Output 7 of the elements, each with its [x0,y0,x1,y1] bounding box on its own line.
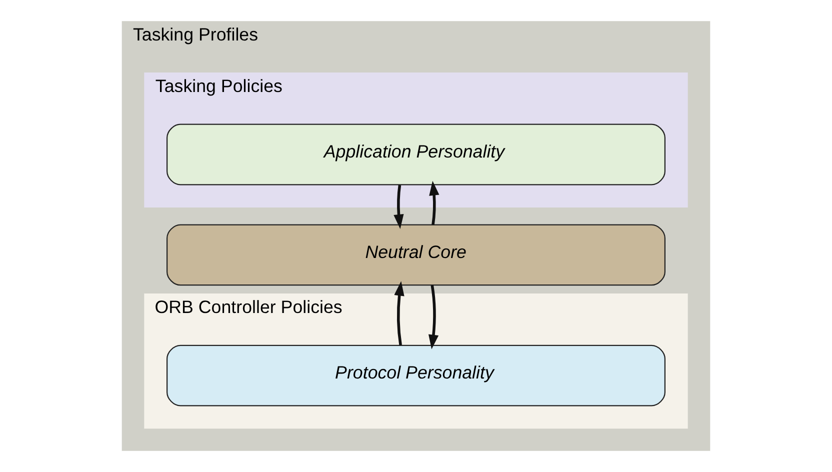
arrow [428,285,439,350]
node-box: Protocol Personality [166,344,666,406]
node-box: Neutral Core [166,224,666,286]
arrow [394,281,404,346]
arrow [429,180,440,225]
arrow [394,184,404,229]
node-box: Application Personality [166,124,666,186]
